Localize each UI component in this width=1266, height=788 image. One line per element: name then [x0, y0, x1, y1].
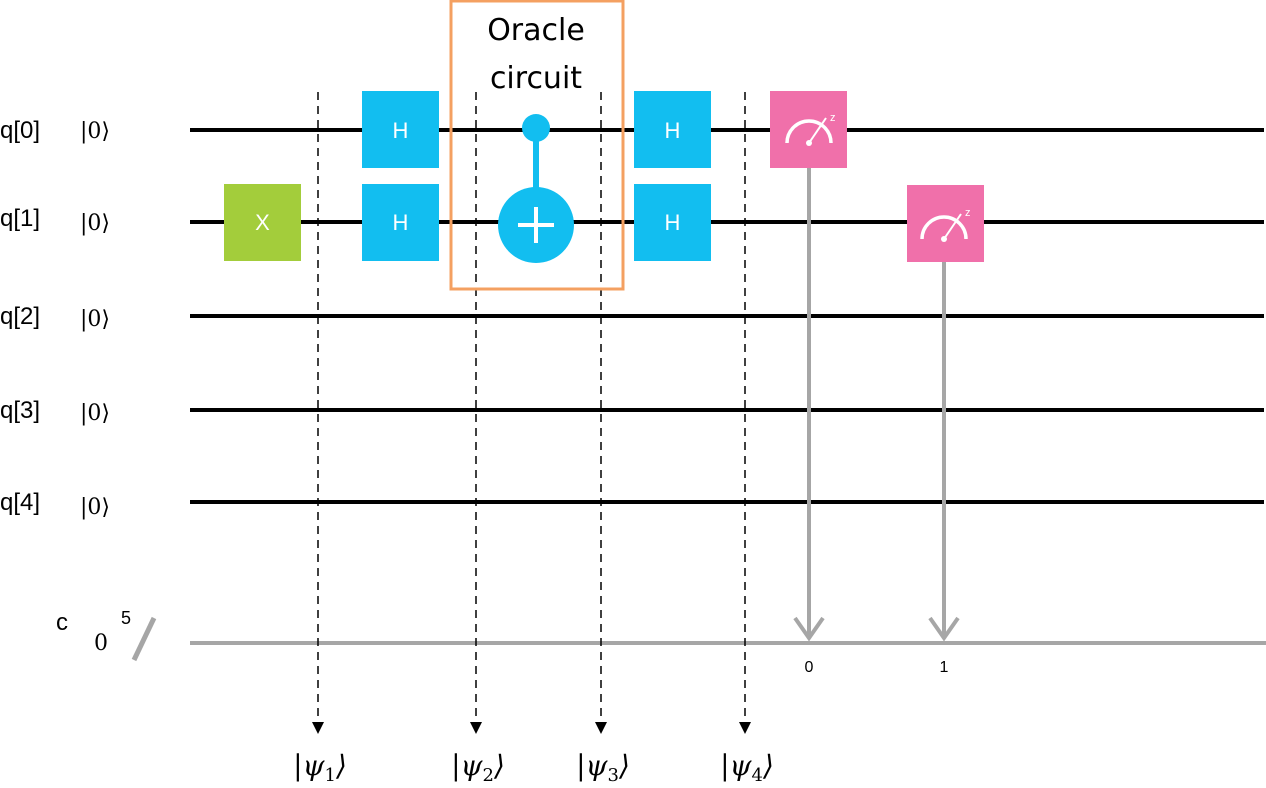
svg-text:z: z	[830, 112, 836, 124]
classical-init: 0	[94, 631, 108, 656]
meter-icon: z	[785, 112, 836, 146]
measure-gate-q0: z	[770, 91, 847, 168]
measure-gate-q1: z	[907, 185, 984, 262]
h-gate-q1-second: H	[634, 184, 711, 261]
cnot-gate	[498, 114, 574, 263]
h-gate-q1-first: H	[362, 184, 439, 261]
classical-width: 5	[121, 608, 131, 628]
oracle-title-line2: circuit	[490, 61, 582, 96]
x-gate-label: X	[255, 210, 270, 235]
cnot-control-dot	[522, 114, 550, 142]
qubit-init-1: |0⟩	[80, 211, 110, 236]
h-gate-label: H	[393, 210, 409, 235]
meter-icon: z	[920, 207, 971, 242]
qubit-label-3: q[3]	[0, 397, 40, 424]
oracle-title-line1: Oracle	[487, 13, 585, 48]
classical-bit-1: 1	[940, 659, 949, 676]
oracle-box	[449, 0, 625, 291]
qubit-label-2: q[2]	[0, 303, 40, 330]
measure-arrow-0	[793, 616, 825, 642]
qubit-init-4: |0⟩	[80, 495, 110, 520]
state-label-1: |ψ1⟩	[293, 749, 347, 786]
classical-bundle-slash	[131, 616, 157, 662]
state-label-3: |ψ3⟩	[576, 749, 630, 786]
x-gate: X	[224, 184, 301, 261]
qubit-init-0: |0⟩	[80, 119, 110, 144]
h-gate-label: H	[665, 210, 681, 235]
qubit-label-1: q[1]	[0, 205, 40, 232]
qubit-label-4: q[4]	[0, 489, 40, 516]
measure-arrow-1	[928, 616, 960, 642]
h-gate-q0-first: H	[362, 91, 439, 168]
svg-text:z: z	[965, 207, 971, 219]
qubit-init-3: |0⟩	[80, 401, 110, 426]
state-label-2: |ψ2⟩	[451, 749, 505, 786]
h-gate-label: H	[665, 118, 681, 143]
state-label-4: |ψ4⟩	[720, 749, 774, 786]
classical-bit-0: 0	[805, 659, 814, 676]
h-gate-q0-second: H	[634, 91, 711, 168]
qubit-label-0: q[0]	[0, 117, 40, 144]
qubit-init-2: |0⟩	[80, 307, 110, 332]
h-gate-label: H	[393, 118, 409, 143]
classical-label: c	[56, 609, 68, 636]
